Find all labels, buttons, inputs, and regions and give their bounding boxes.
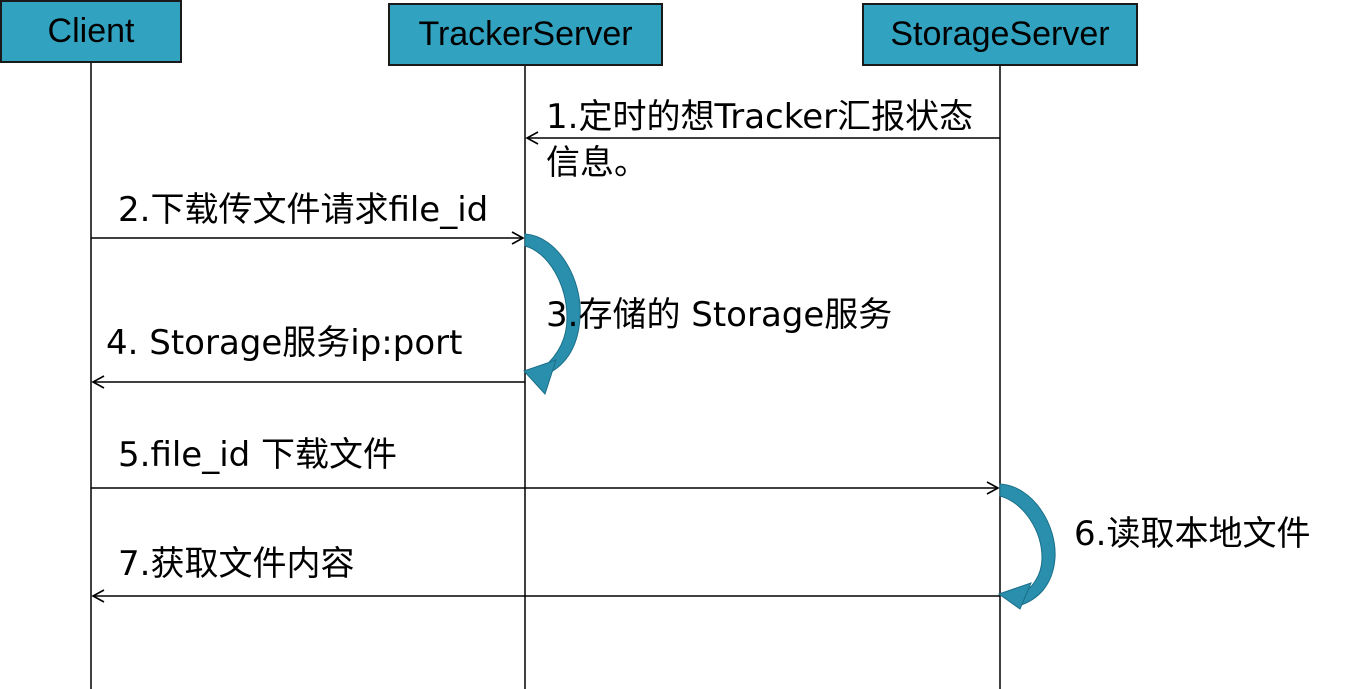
actor-storage-server: StorageServer	[862, 3, 1138, 66]
message-3-label: 3.存储的 Storage服务	[546, 295, 893, 335]
message-7-label: 7.获取文件内容	[118, 544, 355, 584]
actor-client-label: Client	[47, 12, 135, 50]
message-6-label: 6.读取本地文件	[1074, 514, 1311, 554]
message-1-label: 1.定时的想Tracker汇报状态信息。	[546, 97, 974, 183]
message-2-label: 2.下载传文件请求file_id	[118, 190, 489, 230]
self-arrow-tracker	[523, 233, 581, 395]
actor-tracker-server: TrackerServer	[388, 3, 663, 66]
self-arrow-storage	[997, 483, 1056, 610]
actor-storage-label: StorageServer	[890, 15, 1110, 53]
actor-client: Client	[0, 0, 182, 63]
actor-tracker-label: TrackerServer	[418, 15, 633, 53]
message-4-label: 4. Storage服务ip:port	[106, 323, 463, 363]
message-5-label: 5.file_id 下载文件	[118, 435, 398, 475]
